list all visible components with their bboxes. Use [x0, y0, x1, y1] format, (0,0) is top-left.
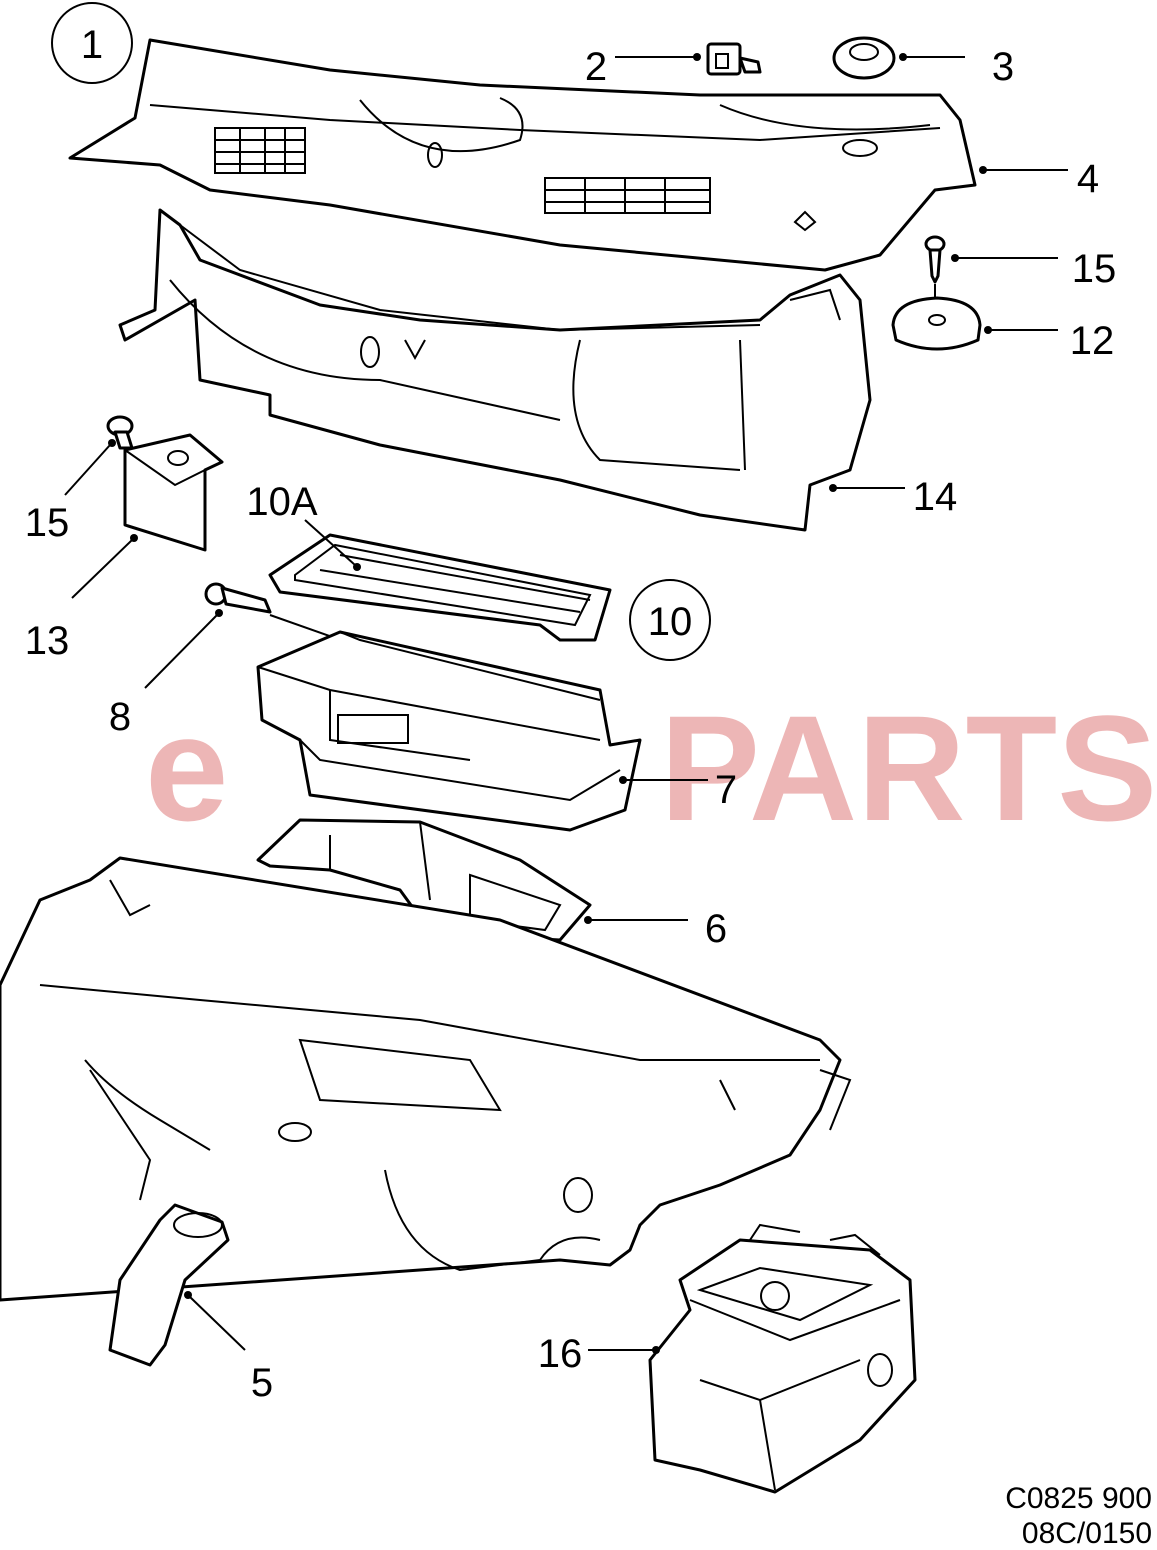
lower-cowl-14 [118, 208, 872, 532]
drawing-codes: C0825 900 08C/0150 [1005, 1482, 1152, 1550]
callout-10: 10 [629, 579, 711, 661]
bracket-13 [106, 415, 224, 552]
watermark-suffix: PARTS [660, 684, 1157, 852]
callout-15-left-label: 15 [25, 501, 70, 545]
callout-1-label: 1 [81, 23, 103, 67]
cabin-filter-10a [268, 533, 612, 642]
callout-15-right-label: 15 [1072, 247, 1117, 291]
drawing-code-1: C0825 900 [1005, 1482, 1152, 1515]
watermark-prefix: e [145, 684, 228, 852]
callout-6-label: 6 [705, 907, 727, 951]
rubber-foot-12 [891, 296, 982, 351]
callout-2-label: 2 [585, 45, 607, 89]
drawing-code-2: 08C/0150 [1022, 1517, 1152, 1550]
air-hose-5 [108, 1203, 230, 1367]
callout-3-label: 3 [992, 45, 1014, 89]
cowl-panel-4 [68, 38, 977, 272]
callout-4-label: 4 [1077, 157, 1099, 201]
grommet-3 [832, 36, 896, 80]
callout-14-label: 14 [913, 475, 958, 519]
esaab-parts-watermark: e PARTS [145, 684, 1157, 852]
callout-5-label: 5 [251, 1361, 273, 1405]
bolt-8 [204, 582, 356, 646]
callout-10-label: 10 [648, 600, 693, 644]
leader-lines [64, 53, 1068, 1354]
callout-labels: 2 3 4 15 12 14 15 10A 13 8 7 6 5 16 [25, 45, 1117, 1405]
callout-13-label: 13 [25, 619, 70, 663]
callout-8-label: 8 [109, 695, 131, 739]
filter-housing-7 [256, 630, 642, 832]
callout-10a-label: 10A [246, 480, 317, 524]
callout-1: 1 [51, 2, 133, 84]
clip-2 [706, 42, 762, 76]
bulkhead [0, 856, 852, 1302]
callout-7-label: 7 [715, 768, 737, 812]
callout-12-label: 12 [1070, 319, 1115, 363]
heater-unit-16 [648, 1223, 917, 1494]
callout-16-label: 16 [538, 1332, 583, 1376]
